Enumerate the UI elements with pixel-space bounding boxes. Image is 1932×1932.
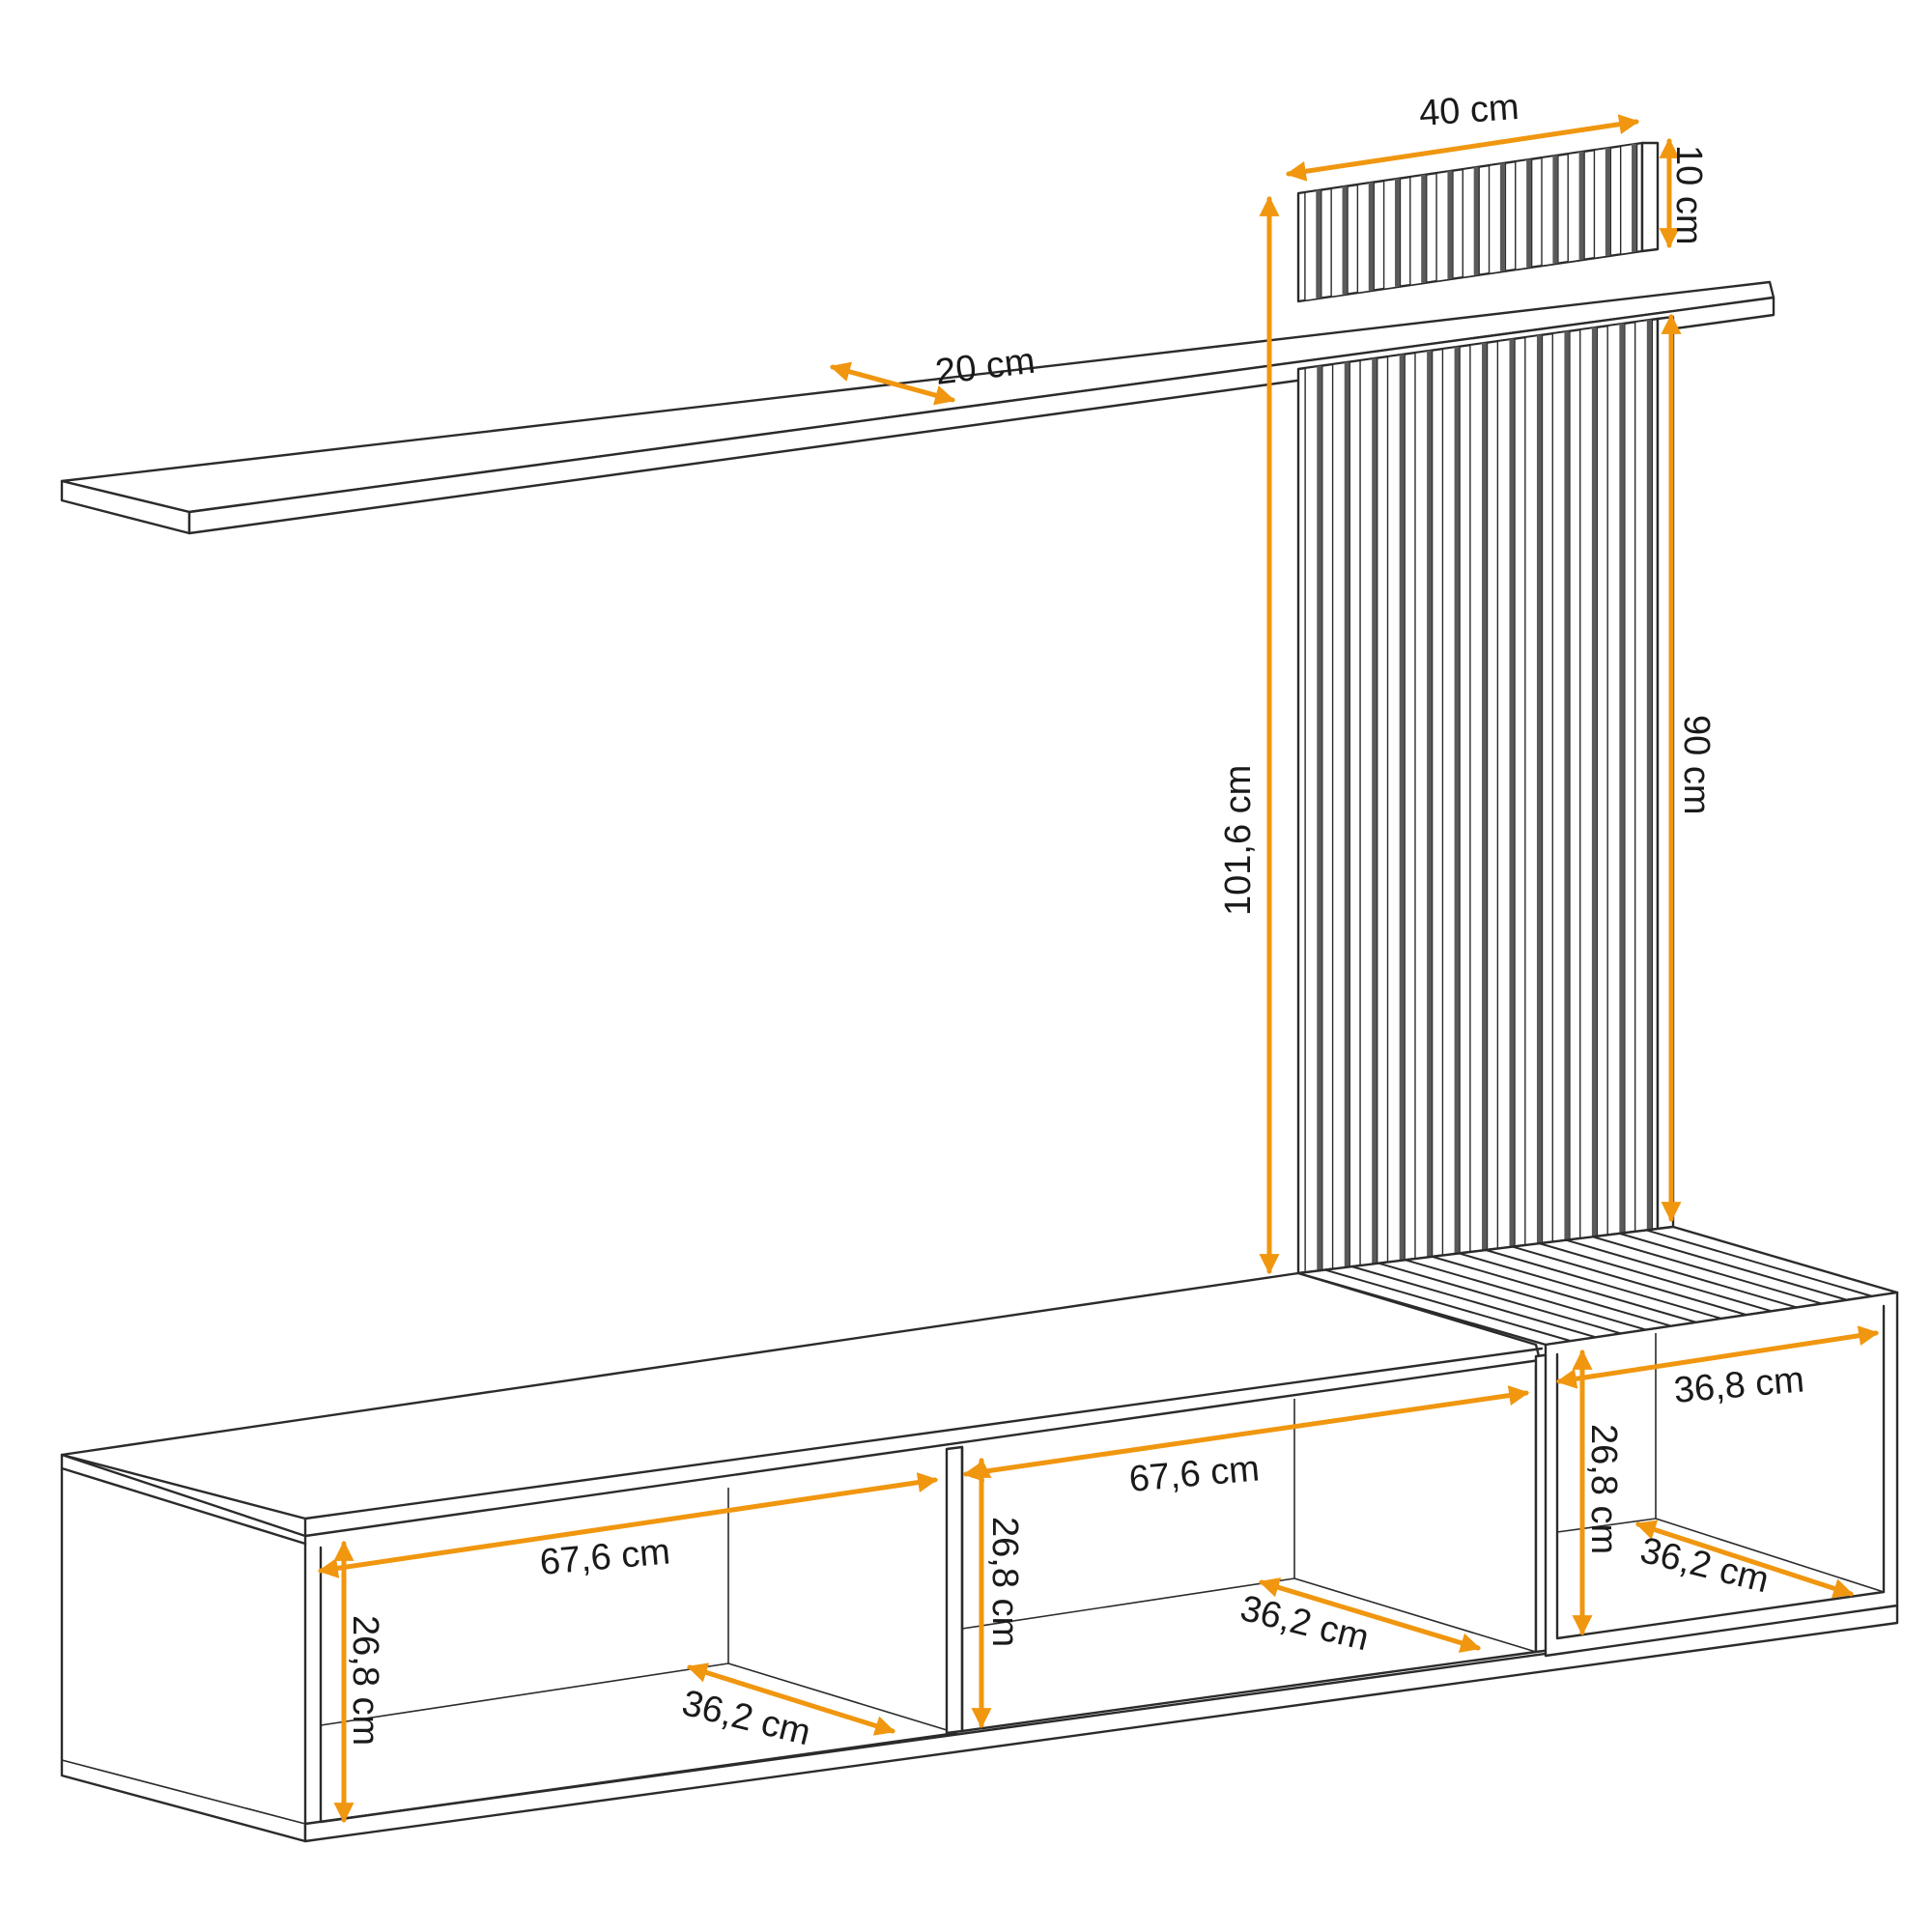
bench-slat-line [1539, 1242, 1773, 1313]
bench-slat-line [1351, 1265, 1597, 1339]
label-panel-total-height: 101,6 cm [1218, 765, 1259, 916]
dimension-labels: 40 cm 10 cm 20 cm 101,6 cm 90 cm 67,6 cm… [345, 87, 1805, 1754]
arrow-right-module-width [1555, 1325, 1880, 1389]
bench-slat-line [1432, 1255, 1672, 1327]
bench-slat-line [1512, 1245, 1747, 1317]
arrow-left-module-width [317, 1472, 939, 1578]
label-middle-module-width: 67,6 cm [1127, 1448, 1261, 1500]
top-slat-panel [1296, 141, 1660, 303]
arrow-middle-module-depth [1258, 1577, 1482, 1653]
label-panel-height: 90 cm [1676, 715, 1717, 814]
arrow-shelf-depth [829, 361, 956, 406]
label-left-module-depth: 36,2 cm [678, 1683, 814, 1753]
bench-slat-line [1619, 1232, 1848, 1301]
dimension-arrows [317, 114, 1880, 1824]
right-compartment-opening [1555, 1304, 1886, 1640]
left-compartment-floor-back [320, 1662, 729, 1726]
arrow-top-panel-width [1285, 114, 1640, 182]
cabinet-bottom-plinth [303, 1604, 1899, 1843]
bench-slat-line [1646, 1229, 1873, 1297]
bench-slat-line [1459, 1252, 1697, 1323]
label-middle-module-height: 26,8 cm [984, 1517, 1025, 1647]
cabinet-top-surface [60, 1271, 1542, 1538]
arrow-middle-module-width [962, 1385, 1530, 1482]
cabinet-left-end-bottom-line [61, 1759, 306, 1825]
label-middle-module-depth: 36,2 cm [1236, 1588, 1373, 1659]
arrow-left-module-depth [686, 1662, 896, 1736]
bench-slat-line [1565, 1238, 1798, 1309]
label-right-module-height: 26,8 cm [1583, 1424, 1624, 1554]
label-left-module-width: 67,6 cm [538, 1531, 671, 1583]
divider-left-middle [945, 1445, 964, 1735]
bench-slat-line [1378, 1262, 1622, 1335]
middle-compartment-floor-back [961, 1577, 1295, 1630]
cabinet-left-end [60, 1453, 307, 1843]
cabinet-left-end-edge [60, 1466, 307, 1546]
wall-shelf-long-edge [187, 296, 1776, 535]
label-left-module-height: 26,8 cm [345, 1615, 385, 1746]
bench-slat-line [1485, 1249, 1722, 1320]
vertical-slat-panel [1296, 315, 1675, 1275]
bench-slat-line [1324, 1268, 1572, 1343]
bench-slat-line [1405, 1259, 1647, 1331]
tv-cabinet [60, 1225, 1899, 1843]
bench-slat-line [1592, 1236, 1823, 1305]
label-top-panel-width: 40 cm [1418, 87, 1520, 134]
arrow-right-module-depth [1635, 1520, 1854, 1599]
right-module-slatted-top [1324, 1229, 1873, 1343]
label-top-panel-height: 10 cm [1668, 145, 1709, 244]
top-slat-panel-side [1640, 141, 1660, 253]
